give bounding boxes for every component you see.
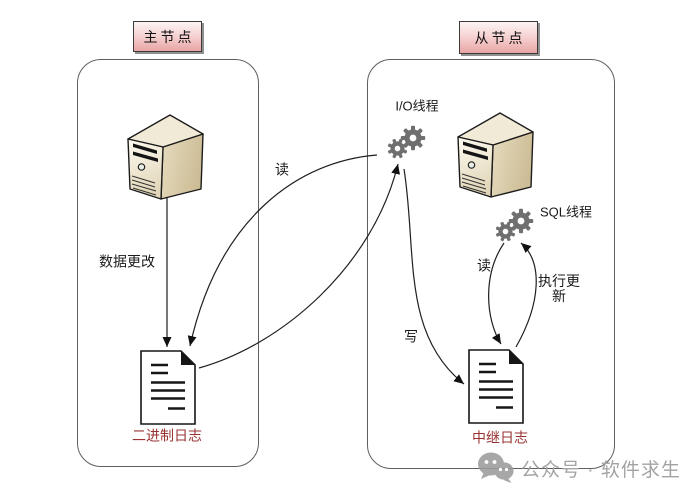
sql-thread-label: SQL线程 bbox=[539, 204, 593, 220]
io-thread-gears-icon bbox=[384, 126, 425, 162]
sql-thread-gears-icon bbox=[492, 209, 533, 245]
io-read-binlog-arrow bbox=[187, 154, 378, 347]
binary-log-label: 二进制日志 bbox=[132, 427, 202, 444]
binlog-to-io-arrow bbox=[198, 163, 400, 369]
write-relay-arrow bbox=[403, 168, 465, 385]
sql-read-relay-arrow bbox=[488, 242, 505, 345]
wechat-icon bbox=[478, 452, 514, 483]
read-relay-label: 读 bbox=[477, 257, 491, 274]
exec-update-label: 执行更新 bbox=[538, 273, 580, 304]
read-binlog-label: 读 bbox=[275, 161, 289, 178]
master-node-badge: 主节点 bbox=[133, 21, 202, 52]
watermark-text: 公众号 · 软件求生 bbox=[521, 459, 681, 481]
exec-update-arrow bbox=[515, 242, 537, 348]
io-thread-label: I/O线程 bbox=[395, 98, 439, 114]
slave-node-title: 从节点 bbox=[474, 29, 526, 46]
slave-server-icon bbox=[457, 112, 534, 198]
write-label: 写 bbox=[404, 328, 418, 345]
watermark: 公众号 · 软件求生 bbox=[477, 451, 681, 485]
data-change-label: 数据更改 bbox=[99, 253, 155, 270]
master-node-panel bbox=[77, 59, 259, 467]
master-server-icon bbox=[127, 114, 204, 200]
relay-log-icon bbox=[467, 348, 525, 425]
slave-node-badge: 从节点 bbox=[459, 21, 538, 54]
binary-log-icon bbox=[139, 349, 197, 426]
relay-log-label: 中继日志 bbox=[472, 429, 528, 446]
master-node-title: 主节点 bbox=[143, 28, 195, 45]
